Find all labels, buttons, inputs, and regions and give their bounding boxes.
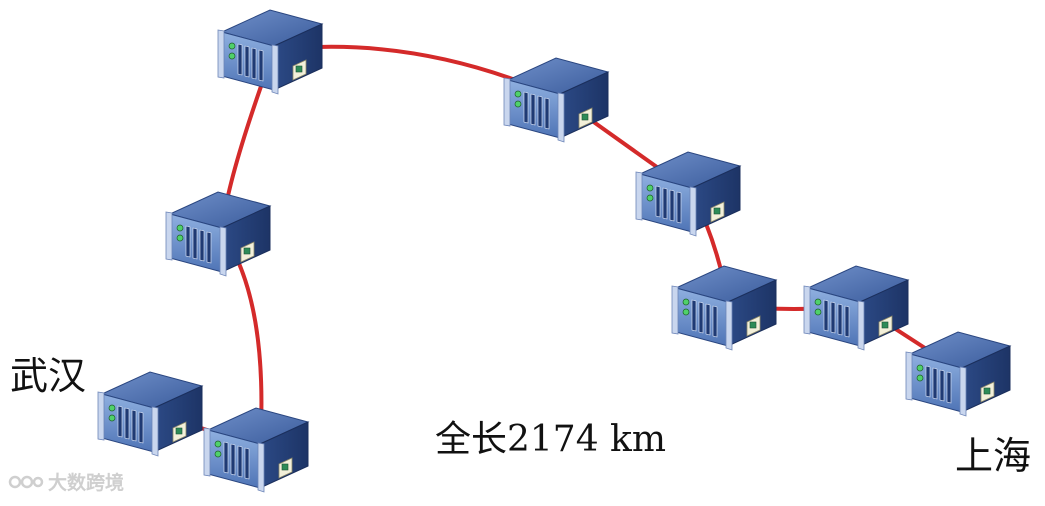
router-node-n8: [804, 266, 908, 350]
router-node-n5: [504, 58, 608, 142]
router-node-n1: [98, 372, 202, 456]
start-city-label: 武汉: [10, 345, 86, 400]
total-length-label: 全长2174 km: [435, 410, 666, 462]
router-node-n7: [672, 266, 776, 350]
router-node-n2: [204, 408, 308, 492]
router-node-n4: [218, 10, 322, 94]
watermark: 大数跨境: [8, 468, 124, 495]
watermark-text: 大数跨境: [48, 468, 124, 495]
router-node-n3: [166, 192, 270, 276]
end-city-label: 上海: [955, 425, 1031, 480]
watermark-logo-icon: [8, 471, 44, 493]
